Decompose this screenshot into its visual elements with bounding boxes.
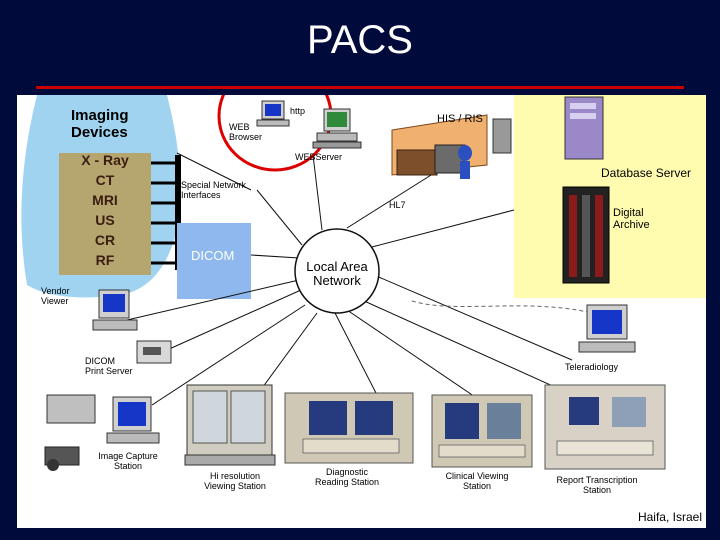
teleradiology-label: Teleradiology xyxy=(565,362,619,372)
modality-us: US xyxy=(95,212,115,228)
special-interfaces-line1: Special Network xyxy=(181,180,247,190)
report-line1: Report Transcription xyxy=(556,475,638,485)
lan-label: Local Area Network xyxy=(297,259,377,289)
his-ris-office-icon xyxy=(391,114,512,179)
database-server-icon xyxy=(564,96,604,160)
lan-circle xyxy=(294,228,380,314)
his-ris-label: HIS / RIS xyxy=(437,113,483,125)
pacs-diagram: Imaging Devices X - Ray CT MRI US CR RF … xyxy=(17,95,706,528)
modality-rf: RF xyxy=(95,252,115,268)
vendor-viewer-line1: Vendor xyxy=(41,286,70,296)
image-capture-line2: Station xyxy=(113,460,143,471)
clinical-line1: Clinical Viewing xyxy=(445,471,509,481)
special-interfaces-label: Special Network Interfaces xyxy=(181,180,247,201)
modality-mri: MRI xyxy=(92,192,118,208)
dicom-label: DICOM xyxy=(191,248,235,263)
database-area xyxy=(514,95,706,298)
lan-line2: Network xyxy=(313,273,361,289)
imaging-heading-line2: Devices xyxy=(71,124,128,142)
print-server-icon xyxy=(136,340,172,364)
modality-strip xyxy=(59,153,151,275)
teleradiology-pc-icon xyxy=(578,304,636,353)
diagnostic-line1: Diagnostic xyxy=(325,467,369,477)
diagnostic-reading-icon xyxy=(284,392,414,464)
diagram-graphics xyxy=(21,95,706,471)
clinical-station-label: Clinical Viewing Station xyxy=(427,471,527,492)
modality-ct: CT xyxy=(95,172,115,188)
vendor-viewer-label: Vendor Viewer xyxy=(41,286,70,307)
diagnostic-station-label: Diagnostic Reading Station xyxy=(297,467,397,488)
database-server-label: Database Server xyxy=(601,166,692,180)
digital-archive-icon xyxy=(562,186,610,284)
web-server-label: WEBServer xyxy=(295,152,343,162)
imaging-heading-line1: Imaging xyxy=(71,107,129,124)
special-interfaces-line2: Interfaces xyxy=(181,189,221,200)
hires-viewing-icon xyxy=(184,384,276,466)
modality-connectors xyxy=(151,161,179,265)
clinical-line2: Station xyxy=(462,480,492,491)
hires-line1: Hi resolution xyxy=(209,471,261,481)
diagnostic-line2: Reading Station xyxy=(314,476,380,487)
teleradiology-link xyxy=(411,300,608,318)
imaging-devices-heading: Imaging Devices xyxy=(71,107,129,142)
web-browser-label: WEB Browser xyxy=(229,122,263,143)
web-browser-line1: WEB xyxy=(229,122,250,132)
web-browser-pc-icon xyxy=(256,100,290,127)
image-capture-icon xyxy=(44,394,160,471)
hl7-label: HL7 xyxy=(389,200,406,210)
http-label: http xyxy=(290,106,306,116)
print-server-label: DICOM Print Server xyxy=(85,356,133,377)
print-server-line2: Print Server xyxy=(85,365,133,376)
slide-title: PACS xyxy=(307,18,413,62)
hires-station-label: Hi resolution Viewing Station xyxy=(185,471,285,492)
report-station-label: Report Transcription Station xyxy=(539,475,655,496)
digital-archive-label: Digital Archive xyxy=(613,207,650,231)
print-server-line1: DICOM xyxy=(85,356,115,366)
report-transcription-icon xyxy=(544,384,666,470)
dicom-box xyxy=(177,223,251,299)
digital-archive-line1: Digital xyxy=(613,207,644,219)
web-browser-line2: Browser xyxy=(229,131,263,142)
lan-line1: Local Area xyxy=(306,259,368,274)
modality-bus xyxy=(175,155,181,270)
modality-cr: CR xyxy=(94,232,116,248)
modality-list: X - Ray CT MRI US CR RF xyxy=(59,152,151,273)
modality-xray: X - Ray xyxy=(81,152,129,168)
digital-archive-line2: Archive xyxy=(613,219,650,232)
clinical-viewing-icon xyxy=(431,394,533,468)
image-capture-label: Image Capture Station xyxy=(83,451,173,472)
vendor-viewer-icon xyxy=(92,289,138,331)
vendor-viewer-line2: Viewer xyxy=(41,295,69,306)
web-server-pc-icon xyxy=(312,108,362,149)
image-capture-line1: Image Capture xyxy=(98,451,158,461)
hires-line2: Viewing Station xyxy=(204,480,266,491)
footer-location: Haifa, Israel xyxy=(637,510,702,524)
title-divider xyxy=(36,86,684,89)
report-line2: Station xyxy=(582,484,612,495)
